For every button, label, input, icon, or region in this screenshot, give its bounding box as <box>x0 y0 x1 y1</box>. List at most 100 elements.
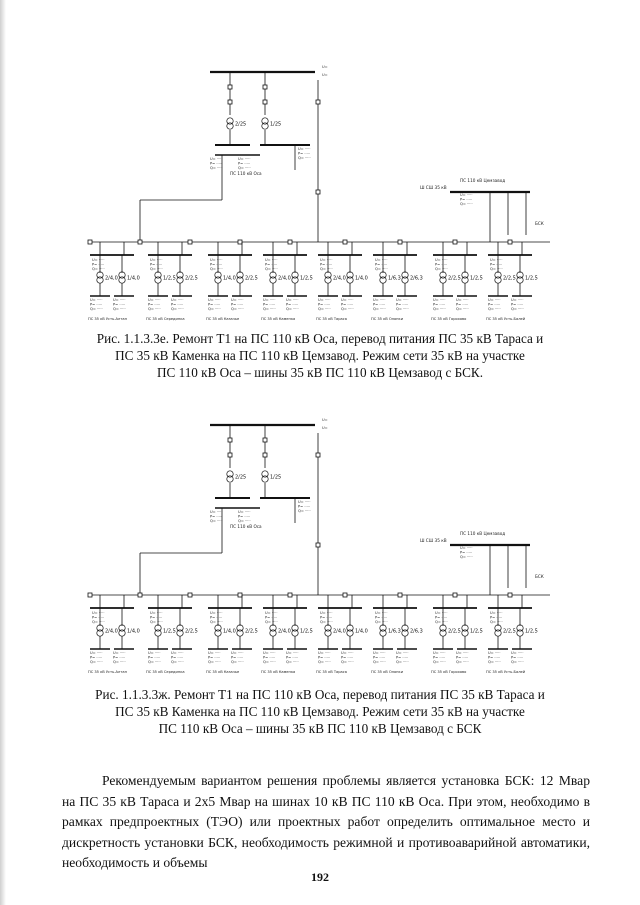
body-text: Рекомендуемым вариантом решения проблемы… <box>62 771 590 874</box>
bus-reading: P= ····· <box>148 303 160 307</box>
bus-reading: P= ····· <box>263 303 275 307</box>
transformer-winding <box>494 276 502 284</box>
bus-reading: P= ····· <box>92 616 104 620</box>
bus-reading: Q= ····· <box>286 660 299 664</box>
caption-line: ПС 110 кВ Оса – шины 35 кВ ПС 110 кВ Цем… <box>158 721 482 736</box>
bus-reading: U= ····· <box>148 298 161 302</box>
bus-reading: P= ····· <box>511 656 523 660</box>
transformer-winding <box>401 624 409 632</box>
caption-line: Рис. 1.1.3.3е. Ремонт Т1 на ПС 110 кВ Ос… <box>96 331 544 346</box>
bus-reading: P= ····· <box>511 303 523 307</box>
transformer-label: 2/2,5 <box>448 276 461 282</box>
bus-reading: Q= ····· <box>238 519 251 523</box>
transformer-winding <box>226 117 234 125</box>
bus-reading: Q= ····· <box>511 307 524 311</box>
substation-label: ПС 35 кВ Олонки <box>371 670 404 674</box>
bus-reading: P= ····· <box>373 656 385 660</box>
bus-reading: Q= ····· <box>90 660 103 664</box>
transformer-label: 1/4,0 <box>127 276 140 282</box>
bus-reading: Q= ····· <box>150 267 163 271</box>
bus-reading: U= ····· <box>320 258 333 262</box>
bus-reading: P= ····· <box>341 303 353 307</box>
bus-reading: U= ····· <box>265 611 278 615</box>
transformer-winding <box>439 271 447 279</box>
bus-reading: Q= ····· <box>373 660 386 664</box>
transformer-winding <box>324 629 332 637</box>
bus-reading: U= ····· <box>238 510 251 514</box>
bus-reading: P= ····· <box>231 656 243 660</box>
bus-reading: P= ····· <box>318 656 330 660</box>
bus-reading: U= ····· <box>318 298 331 302</box>
substation-label: ПС 110 кВ Оса <box>230 171 262 176</box>
bus-reading: U= ····· <box>150 258 163 262</box>
transformer-winding <box>118 271 126 279</box>
bus-reading: Q= ····· <box>150 620 163 624</box>
bus-reading: U= ····· <box>286 651 299 655</box>
bus-reading: P= ····· <box>238 515 250 519</box>
transformer-winding <box>346 271 354 279</box>
bus-reading: Q= ····· <box>210 620 223 624</box>
bus-reading: P= ····· <box>210 616 222 620</box>
bus-reading: U= ····· <box>286 298 299 302</box>
transformer-winding <box>214 271 222 279</box>
transformer-winding <box>291 624 299 632</box>
caption-line: ПС 35 кВ Каменка на ПС 110 кВ Цемзавод. … <box>115 704 525 719</box>
bus-reading: U= ····· <box>231 298 244 302</box>
bus-reading: P= ····· <box>265 616 277 620</box>
transformer-winding <box>401 629 409 637</box>
transformer-winding <box>516 276 524 284</box>
bus-reading: Q= ····· <box>433 660 446 664</box>
transformer-winding <box>96 629 104 637</box>
transformer-label: 2/2,5 <box>245 276 258 282</box>
bus-reading: P= ····· <box>148 656 160 660</box>
bus-reading: U= ····· <box>208 298 221 302</box>
transformer-winding <box>379 276 387 284</box>
bus-reading: Q= ····· <box>231 660 244 664</box>
bus-reading: Q= ····· <box>460 555 473 559</box>
transformer-winding <box>439 276 447 284</box>
transformer-winding <box>324 276 332 284</box>
bus-reading: Q= ····· <box>171 660 184 664</box>
bus-reading: Q= ····· <box>208 660 221 664</box>
bus-reading: P= ····· <box>490 263 502 267</box>
bus-reading: U= <box>322 418 328 422</box>
bus-reading: U= ····· <box>298 147 311 151</box>
bus-reading: Q= ····· <box>490 267 503 271</box>
transformer-winding <box>291 271 299 279</box>
bus-reading: Q= ····· <box>265 267 278 271</box>
bus-reading: P= ····· <box>150 263 162 267</box>
bus-reading: P= ····· <box>210 263 222 267</box>
transformer-winding <box>118 276 126 284</box>
bus-reading: Q= ····· <box>511 660 524 664</box>
transformer-winding <box>96 624 104 632</box>
transformer-winding <box>236 276 244 284</box>
transformer-label: 2/2,5 <box>185 276 198 282</box>
transformer-winding <box>439 624 447 632</box>
substation-label: ПС 35 кВ Горохово <box>431 670 466 674</box>
bus-reading: U= ····· <box>210 258 223 262</box>
substation-label: ПС 35 кВ Серединка <box>146 670 185 674</box>
transformer-label: 2/2,5 <box>245 629 258 635</box>
bus-reading: Q= ····· <box>286 307 299 311</box>
bus-reading: U= ····· <box>435 611 448 615</box>
transformer-winding <box>461 624 469 632</box>
substation-label: ПС 110 кВ Оса <box>230 524 262 529</box>
bus-reading: Q= ····· <box>375 267 388 271</box>
substation-label: ПС 110 кВ Цемзавод <box>460 531 505 536</box>
bus-reading: P= ····· <box>90 303 102 307</box>
bus-reading: P= ····· <box>263 656 275 660</box>
bus-reading: Q= ····· <box>298 156 311 160</box>
bus-reading: Q= ····· <box>341 307 354 311</box>
bus-label: Ш СШ 35 кВ <box>420 185 447 190</box>
transformer-label: 1/25 <box>270 122 281 128</box>
transformer-winding <box>439 629 447 637</box>
bus-reading: U= ····· <box>511 298 524 302</box>
bus-reading: U= ····· <box>148 651 161 655</box>
bus-reading: P= ····· <box>396 656 408 660</box>
bus-reading: U= ····· <box>231 651 244 655</box>
transformer-label: 1/2,5 <box>163 629 176 635</box>
bus-reading: P= ····· <box>210 162 222 166</box>
bus-reading: U= ····· <box>263 298 276 302</box>
transformer-winding <box>214 276 222 284</box>
bus-reading: U= ····· <box>318 651 331 655</box>
